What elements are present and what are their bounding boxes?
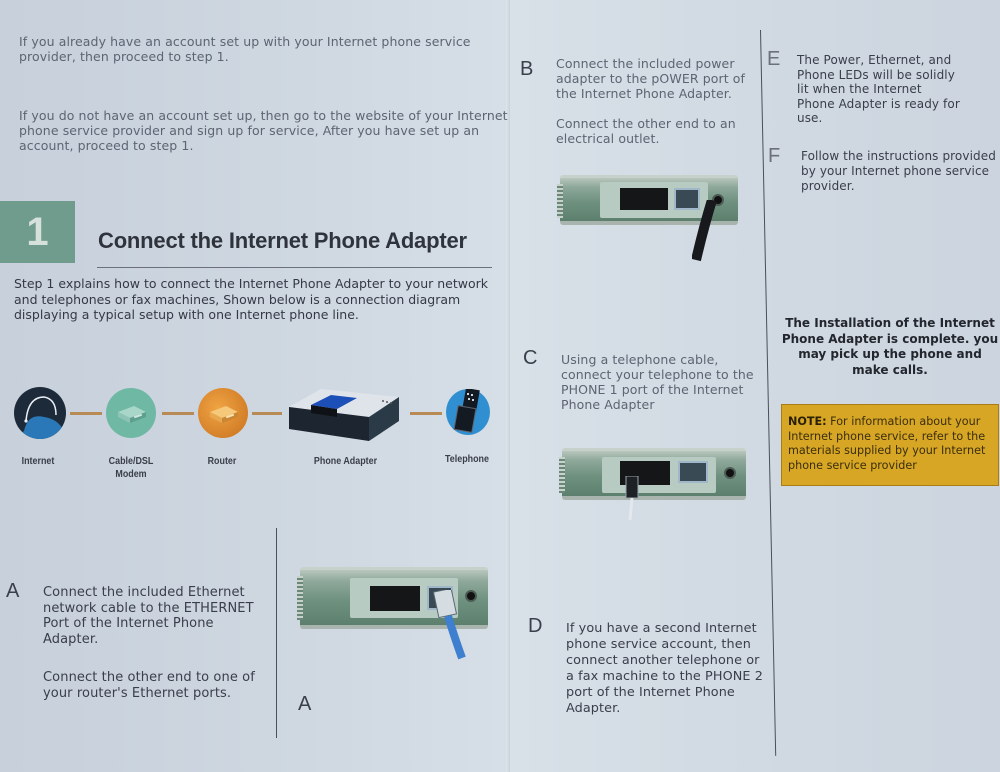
connection-diagram: Internet Cable/DSL Modem Router Phone Ad… xyxy=(0,375,500,485)
phone-adapter-icon xyxy=(285,383,405,445)
step-a-instruction: Connect the included Ethernet network ca… xyxy=(43,585,254,647)
note-label: NOTE: xyxy=(788,415,827,428)
telephone-cable-icon xyxy=(622,475,642,524)
router-icon xyxy=(198,388,248,438)
step-description: Step 1 explains how to connect the Inter… xyxy=(14,276,488,322)
step-number: 1 xyxy=(26,209,49,254)
note-text: For information about your Internet phon… xyxy=(788,415,986,472)
diagram-label-internet: Internet xyxy=(21,455,55,467)
diagram-label-router: Router xyxy=(207,455,237,467)
connector-line xyxy=(162,412,194,415)
step-letter-e: E xyxy=(767,48,781,70)
connector-line xyxy=(410,412,442,415)
diagram-label-modem: Cable/DSL Modem xyxy=(101,455,161,481)
right-page xyxy=(508,0,1000,772)
step-a-instruction-2: Connect the other end to one of your rou… xyxy=(43,670,255,701)
step-f-instruction: Follow the instructions provided by your… xyxy=(801,149,996,193)
installation-complete-message: The Installation of the Internet Phone A… xyxy=(781,316,999,377)
connector-line xyxy=(70,412,102,415)
ethernet-cable-icon xyxy=(432,587,467,664)
diagram-label-phone-adapter: Phone Adapter xyxy=(313,455,378,467)
connector-line xyxy=(252,412,282,415)
step-title: Connect the Internet Phone Adapter xyxy=(98,228,467,253)
telephone-icon xyxy=(446,387,490,435)
step-d-instruction: If you have a second Internet phone serv… xyxy=(566,621,764,716)
title-underline xyxy=(97,267,492,268)
note-box: NOTE: For information about your Interne… xyxy=(781,404,999,486)
diagram-label-modem-line2: Modem xyxy=(115,468,147,480)
step-c-instruction: Using a telephone cable, connect your te… xyxy=(561,352,754,412)
step-number-badge: 1 xyxy=(0,201,75,263)
diagram-label-modem-line1: Cable/DSL xyxy=(108,455,154,467)
page-fold xyxy=(506,0,510,772)
step-letter-f: F xyxy=(768,145,781,167)
modem-icon xyxy=(106,388,156,438)
step-letter-b: B xyxy=(520,58,534,80)
globe-icon xyxy=(14,387,66,439)
section-divider xyxy=(276,528,277,738)
step-letter-a: A xyxy=(6,580,20,602)
diagram-label-telephone: Telephone xyxy=(445,453,489,465)
left-page xyxy=(0,0,508,772)
step-e-instruction: The Power, Ethernet, and Phone LEDs will… xyxy=(797,53,960,125)
adapter-phone1-illustration xyxy=(559,448,746,500)
step-b-instruction-2: Connect the other end to an electrical o… xyxy=(556,116,736,146)
power-cable-icon xyxy=(691,198,722,266)
intro-paragraph-no-account: If you do not have an account set up, th… xyxy=(19,108,508,153)
figure-label-a: A xyxy=(298,693,312,715)
intro-paragraph-existing-account: If you already have an account set up wi… xyxy=(19,34,471,64)
step-b-instruction: Connect the included power adapter to th… xyxy=(556,56,746,101)
step-letter-c: C xyxy=(523,347,538,369)
step-letter-d: D xyxy=(528,615,543,637)
